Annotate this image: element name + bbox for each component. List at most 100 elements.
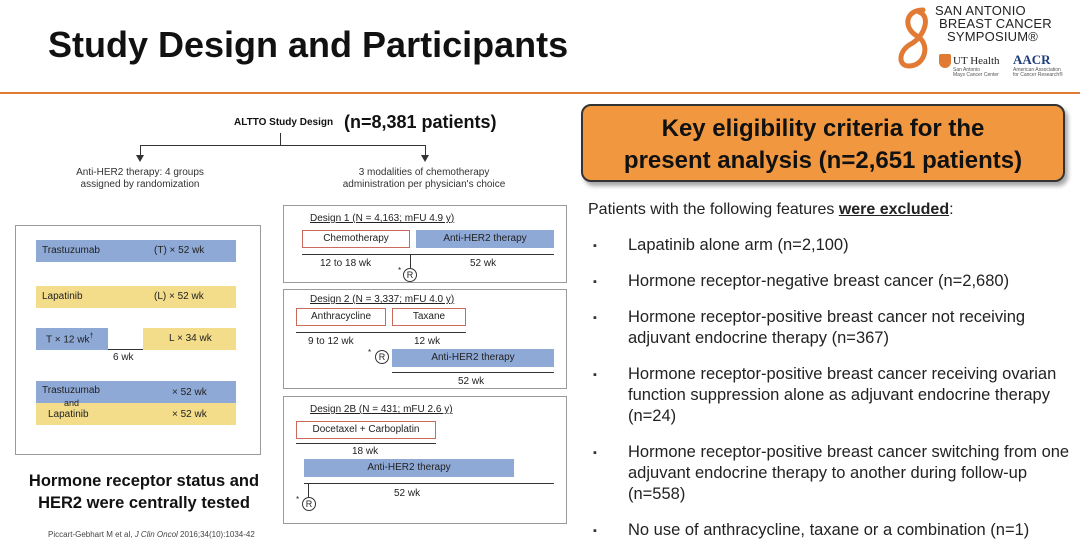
design-2b-title: Design 2B (N = 431; mFU 2.6 y) [310, 404, 453, 415]
right-branch-line-2: administration per physician's choice [342, 179, 506, 190]
bullet-icon: ▪ [593, 525, 597, 537]
randomization-icon: R [375, 350, 389, 364]
exclusion-item: Hormone receptor-negative breast cancer … [628, 272, 1010, 290]
arrow-down-icon [421, 155, 429, 162]
dagger-mark: † [89, 333, 94, 340]
citation-authors: Piccart-Gebhart M et al, [48, 530, 135, 539]
taxane-box: Taxane [392, 308, 466, 326]
logo-line-1: SAN ANTONIO [935, 3, 1026, 18]
chemo-timeline-line [296, 443, 436, 444]
central-testing-line-1: Hormone receptor status and [28, 472, 260, 490]
chemo-timeline-line [296, 332, 466, 333]
docetaxel-carboplatin-box: Docetaxel + Carboplatin [296, 421, 436, 439]
left-branch-line-1: Anti-HER2 therapy: 4 groups [76, 167, 204, 178]
study-design-label: ALTTO Study Design [234, 117, 334, 128]
arm-name: Lapatinib [48, 409, 89, 420]
left-branch-line-2: assigned by randomization [80, 179, 200, 190]
ribbon-logo-icon [898, 7, 928, 69]
randomization-branch-label: Anti-HER2 therapy: 4 groups assigned by … [54, 167, 226, 191]
design-2-panel: Design 2 (N = 3,337; mFU 4.0 y) Anthracy… [283, 289, 567, 389]
combo-trastuzumab-bar: Trastuzumab × 52 wk [36, 381, 236, 403]
anti-her2-duration: 52 wk [470, 258, 497, 269]
eligibility-criteria-heading: Key eligibility criteria for the present… [581, 104, 1065, 182]
sabcs-logo: SAN ANTONIO BREAST CANCER SYMPOSIUM® UT … [895, 2, 1080, 92]
sequential-t-label: T × 12 wk† [46, 333, 93, 345]
tree-left-drop [140, 145, 141, 155]
bullet-icon: ▪ [593, 276, 597, 288]
randomization-icon: R [302, 497, 316, 511]
anti-her2-duration: 52 wk [394, 488, 421, 499]
design-2b-panel: Design 2B (N = 431; mFU 2.6 y) Docetaxel… [283, 396, 567, 524]
seq-t-text: T × 12 wk [46, 334, 90, 346]
study-size: (n=8,381 patients) [344, 112, 497, 132]
combo-and-label: and [64, 398, 80, 408]
sequential-lapatinib-bar: L × 34 wk [143, 328, 236, 350]
timeline-line [302, 254, 554, 255]
exclusion-item: No use of anthracycline, taxane or a com… [628, 521, 1030, 539]
anti-her2-bar: Anti-HER2 therapy [304, 459, 514, 477]
arm-duration: (T) × 52 wk [154, 245, 205, 256]
combo-lapatinib-bar: Lapatinib × 52 wk [36, 403, 236, 425]
exclusion-item: Hormone receptor-positive breast cancer … [628, 443, 1070, 503]
design-1-panel: Design 1 (N = 4,163; mFU 4.9 y) Chemothe… [283, 205, 567, 283]
washout-gap-label: 6 wk [113, 352, 134, 363]
exclusion-item: Hormone receptor-positive breast cancer … [628, 308, 1026, 347]
tree-right-drop [425, 145, 426, 155]
chemo-duration: 12 to 18 wk [320, 258, 372, 269]
ut-sub-line-2: Mays Cancer Center [953, 72, 999, 78]
central-testing-line-2: HER2 were centrally tested [38, 494, 250, 512]
asterisk-mark: * [296, 495, 300, 504]
criteria-heading-line-2: present analysis (n=2,651 patients) [623, 147, 1023, 174]
randomization-icon: R [403, 268, 417, 282]
chemo-branch-label: 3 modalities of chemotherapy administrat… [322, 167, 526, 191]
exclusion-item: Lapatinib alone arm (n=2,100) [628, 236, 849, 254]
anthracycline-box: Anthracycline [296, 308, 386, 326]
intro-colon: : [949, 201, 954, 218]
criteria-heading-line-1: Key eligibility criteria for the [661, 115, 985, 142]
anti-her2-bar: Anti-HER2 therapy [392, 349, 554, 367]
aacr-sub-line-1: American Association [1013, 67, 1061, 73]
aacr-sub: American Association for Cancer Research… [1013, 68, 1077, 78]
asterisk-mark: * [368, 348, 372, 357]
arrow-down-icon [136, 155, 144, 162]
anti-her2-bar: Anti-HER2 therapy [416, 230, 554, 248]
taxane-duration: 12 wk [414, 336, 441, 347]
ut-sub-line-1: San Antonio [953, 67, 980, 73]
anti-her2-timeline-line [304, 483, 554, 484]
design-2-title: Design 2 (N = 3,337; mFU 4.0 y) [310, 294, 455, 305]
arm-duration: × 52 wk [172, 409, 207, 420]
arm-duration: × 52 wk [172, 387, 207, 398]
anti-her2-timeline-line [392, 372, 554, 373]
page-title: Study Design and Participants [48, 24, 569, 65]
bullet-icon: ▪ [593, 447, 597, 459]
randomization-pointer [410, 254, 411, 268]
arm-duration: (L) × 52 wk [154, 291, 204, 302]
anti-her2-groups-panel: Trastuzumab (T) × 52 wk Lapatinib (L) × … [15, 225, 261, 455]
citation-journal: J Clin Oncol [134, 530, 178, 539]
intro-emphasis: were excluded [838, 201, 950, 218]
header-divider [0, 92, 1080, 94]
right-branch-line-1: 3 modalities of chemotherapy [358, 167, 490, 178]
anti-her2-duration: 52 wk [458, 376, 485, 387]
exclusion-item: Hormone receptor-positive breast cancer … [628, 365, 1057, 425]
central-testing-note: Hormone receptor status and HER2 were ce… [12, 470, 276, 514]
citation-details: 2016;34(10):1034-42 [177, 530, 255, 539]
tree-stem [280, 133, 281, 145]
ut-health-sub: San Antonio Mays Cancer Center [953, 68, 1007, 78]
bullet-icon: ▪ [593, 369, 597, 381]
aacr-sub-line-2: for Cancer Research® [1013, 72, 1063, 78]
aacr-logo: AACR [1013, 52, 1051, 67]
randomization-pointer [308, 483, 309, 497]
citation: Piccart-Gebhart M et al, J Clin Oncol 20… [48, 530, 255, 539]
chemo-duration: 18 wk [352, 446, 379, 457]
intro-text: Patients with the following features [588, 201, 839, 218]
bullet-icon: ▪ [593, 312, 597, 324]
chemotherapy-box: Chemotherapy [302, 230, 410, 248]
trastuzumab-arm: Trastuzumab (T) × 52 wk [36, 240, 236, 262]
logo-line-2: BREAST CANCER [939, 16, 1052, 31]
lapatinib-arm: Lapatinib (L) × 52 wk [36, 286, 236, 308]
arm-name: Trastuzumab [42, 245, 100, 256]
logo-line-3: SYMPOSIUM® [947, 29, 1039, 44]
ut-shield-icon [939, 54, 951, 68]
bullet-icon: ▪ [593, 240, 597, 252]
